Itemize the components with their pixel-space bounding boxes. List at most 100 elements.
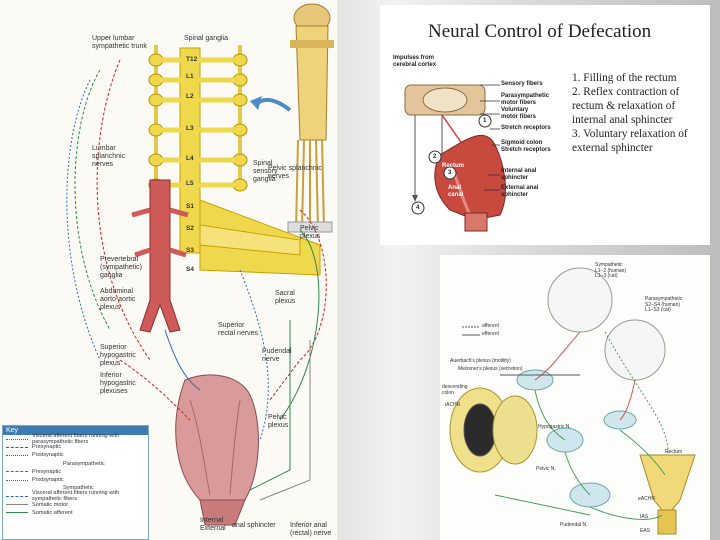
- label-rectum: Rectum: [665, 449, 683, 455]
- label-pudendal-nerve: Pudendal N.: [560, 522, 588, 528]
- colon-illustration: [449, 267, 696, 535]
- label-internal-sphincter: Internal anal sphincter: [501, 168, 537, 181]
- label-superior-hypogastric: Superior hypogastric plexus: [100, 344, 136, 367]
- legend-swatch: [6, 454, 28, 456]
- legend-label: Somatic afferent: [32, 509, 73, 516]
- legend-row: Postsynaptic: [3, 451, 148, 459]
- legend-swatch: [6, 471, 28, 473]
- legend-rows: Visceral afferent fibers running with pa…: [3, 433, 148, 517]
- segment-label: S1: [186, 203, 194, 210]
- defecation-control-diagram: Neural Control of Defecation Impulses fr…: [380, 5, 710, 245]
- legend-label: Postsynaptic: [32, 452, 64, 459]
- label-sigmoid-colon: Sigmoid colon Stretch receptors: [501, 140, 551, 153]
- legend-swatch: [6, 512, 28, 514]
- label-spinal-ganglia: Spinal ganglia: [184, 35, 228, 42]
- label-descending-colon: descending colon: [442, 384, 468, 396]
- step-item: 1. Filling of the rectum: [572, 72, 677, 84]
- label-inferior-hypogastric: Inferior hypogastric plexuses: [100, 372, 136, 395]
- legend-swatch: [6, 438, 28, 440]
- label-external-sphincter: External anal sphincter: [501, 185, 539, 198]
- legend-key: Key Visceral afferent fibers running wit…: [2, 425, 149, 540]
- step-number: 4: [416, 205, 420, 211]
- segment-label: T12: [186, 56, 198, 63]
- legend-swatch: [6, 504, 28, 506]
- label-parasympathetic-fibers: Parasympathetic motor fibers: [501, 93, 550, 106]
- colon-innervation-diagram: Sympathetic L1–2 (human) L1–3 (cat) Para…: [440, 255, 710, 540]
- segment-label: L3: [186, 125, 194, 132]
- label-lumbar-splanchnic: Lumbar splanchnic nerves: [92, 145, 126, 168]
- label-impulses: Impulses from cerebral cortex: [393, 55, 437, 68]
- label-auerbach-plexus: Auerbach's plexus (motility): [450, 358, 511, 364]
- label-stretch-receptors: Stretch receptors: [501, 125, 551, 131]
- label-sympathetic-level: Sympathetic L1–2 (human) L1–3 (cat): [595, 262, 627, 279]
- diagram-title: Neural Control of Defecation: [428, 21, 652, 42]
- label-voluntary-fibers: Voluntary motor fibers: [501, 107, 537, 120]
- label-pelvic-plexus-lower: Pelvic plexus: [268, 414, 289, 429]
- aorta-drawing: [131, 179, 189, 333]
- step-number: 2: [433, 154, 437, 160]
- label-pelvic-splanchnic: Pelvic splanchnic nerves: [268, 165, 322, 180]
- legend-row: Presynaptic: [3, 468, 148, 476]
- label-pudendal-nerve: Pudendal nerve: [262, 348, 292, 363]
- steps-list: 1. Filling of the rectum 2. Reflex contr…: [572, 71, 710, 155]
- label-sensory-fibers: Sensory fibers: [501, 81, 543, 87]
- legend-label: Postsynaptic: [32, 477, 64, 484]
- legend-row: Somatic afferent: [3, 509, 148, 517]
- label-inferior-anal-nerve: Inferior anal (rectal) nerve: [290, 522, 332, 537]
- label-sacral-plexus: Sacral plexus: [275, 290, 296, 305]
- step-item: 2. Reflex contraction of rectum & relaxa…: [572, 86, 680, 126]
- label-abdominal-plexus: Abdominal aorto-aortic plexus: [100, 288, 136, 311]
- legend-label: Presynaptic: [32, 444, 62, 451]
- label-ias: IAS: [640, 514, 649, 520]
- label-prevertebral-ganglia: Prevertebral (sympathetic) ganglia: [100, 256, 143, 279]
- step-number: 3: [448, 170, 452, 176]
- label-eachr: eACHR: [638, 496, 655, 502]
- label-eas: EAS: [640, 528, 651, 534]
- legend-row: Postsynaptic: [3, 476, 148, 484]
- label-pelvic-nerve: Pelvic N.: [536, 466, 556, 472]
- label-pelvic-plexus: Pelvic plexus: [300, 225, 321, 240]
- legend-label: Visceral afferent fibers running with pa…: [32, 433, 120, 446]
- segment-label: S3: [186, 247, 194, 254]
- defecation-illustration: [404, 84, 506, 232]
- legend-row: Visceral afferent fibers running with sy…: [3, 490, 148, 503]
- legend-swatch: [6, 495, 28, 497]
- label-parasympathetic-level: Parasympathetic S2–S4 (human) L1–S3 (cat…: [645, 296, 683, 313]
- legend-swatch: [6, 479, 28, 481]
- label-afferent: afferent: [482, 323, 499, 329]
- legend-row: Parasympathetic: [3, 460, 148, 468]
- segment-label: L2: [186, 93, 194, 100]
- step-number: 1: [483, 118, 487, 124]
- label-upper-lumbar-trunk: Upper lumbar sympathetic trunk: [92, 35, 147, 50]
- rectum-drawing: [175, 374, 259, 526]
- label-hypogastric-nerve: Hypogastric N.: [538, 424, 571, 430]
- legend-row: Somatic motor: [3, 501, 148, 509]
- segment-label: L5: [186, 180, 194, 187]
- legend-label: Somatic motor: [32, 501, 69, 508]
- segment-label: L1: [186, 73, 194, 80]
- label-rectum: Rectum: [442, 163, 465, 169]
- pelvic-innervation-diagram: Upper lumbar sympathetic trunk Spinal ga…: [0, 0, 337, 540]
- spinal-cord-drawing: [287, 3, 334, 233]
- legend-row: Visceral afferent fibers running with pa…: [3, 433, 148, 446]
- legend-row: Sympathetic: [3, 484, 148, 492]
- step-item: 3. Voluntary relaxation of external sphi…: [572, 128, 688, 154]
- segment-label: S4: [186, 266, 194, 273]
- legend-swatch: [6, 446, 28, 448]
- segment-label: S2: [186, 225, 194, 232]
- legend-title: Key: [3, 426, 148, 435]
- label-internal-external: Internal External: [200, 517, 226, 532]
- label-anal-sphincter: anal sphincter: [232, 522, 276, 529]
- legend-row: Presynaptic: [3, 443, 148, 451]
- legend-label: Presynaptic: [32, 468, 62, 475]
- segment-label: L4: [186, 155, 194, 162]
- label-anal-canal: Anal canal: [448, 185, 464, 198]
- label-meissner-plexus: Meissner's plexus (secretion): [458, 366, 523, 372]
- sacral-plexus-drawing: [199, 199, 321, 276]
- label-iachr: iACHR: [445, 402, 461, 408]
- innervation-illustration: [66, 3, 334, 526]
- legend-label: Sympathetic: [63, 485, 94, 492]
- label-spinal-sensory-ganglia: Spinal sensory ganglia: [253, 160, 278, 183]
- legend-label: Visceral afferent fibers running with sy…: [32, 490, 120, 503]
- label-efferent: efferent: [482, 331, 499, 337]
